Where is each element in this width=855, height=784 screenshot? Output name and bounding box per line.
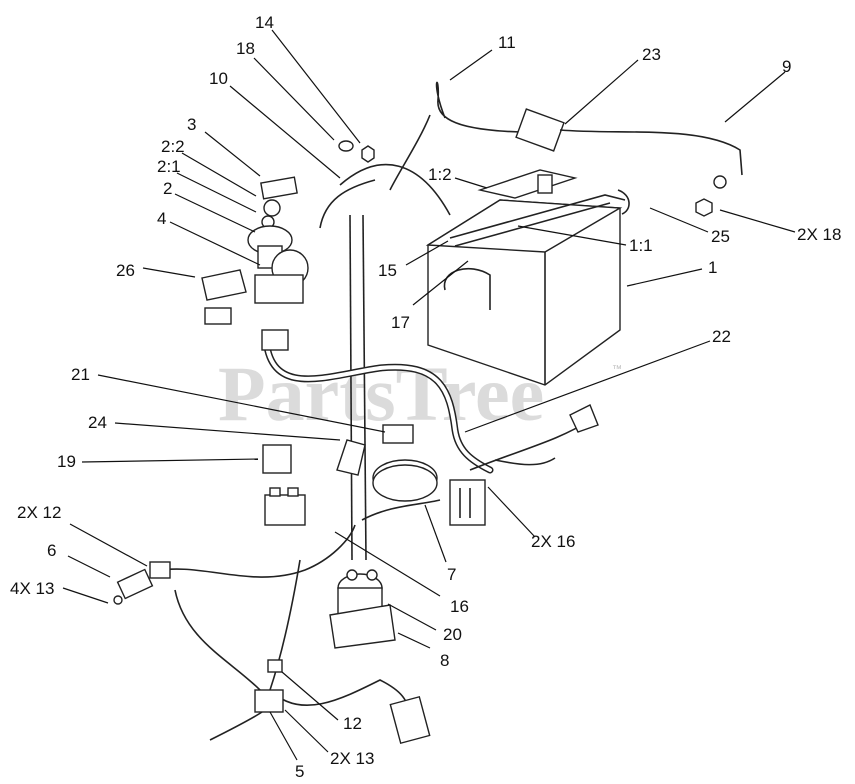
connector-21[interactable] — [382, 424, 414, 444]
battery-cable-negative[interactable] — [339, 163, 451, 216]
cable-11[interactable] — [435, 81, 521, 133]
connector-22[interactable] — [569, 404, 599, 433]
lower-harness-right[interactable] — [269, 559, 411, 721]
connector-6[interactable] — [116, 568, 154, 600]
key-switch-nut[interactable] — [263, 199, 281, 217]
safety-switch[interactable] — [389, 695, 431, 745]
callout-6: 6 — [47, 541, 56, 560]
callout-23: 23 — [642, 45, 661, 64]
callout-7: 7 — [447, 565, 456, 584]
solenoid-bracket[interactable] — [329, 604, 396, 649]
callout-1-2: 1:2 — [428, 165, 452, 184]
clip-12-lower[interactable] — [267, 659, 283, 673]
callout-2x12: 2X 12 — [17, 503, 61, 522]
battery-cable-positive[interactable] — [389, 114, 431, 191]
callout-16: 16 — [450, 597, 469, 616]
callout-24: 24 — [88, 413, 107, 432]
battery-pad[interactable] — [477, 169, 578, 199]
callout-4: 4 — [157, 209, 166, 228]
plug-26[interactable] — [201, 269, 247, 301]
nut-14[interactable] — [361, 145, 375, 163]
fuse-holder[interactable] — [515, 108, 565, 152]
terminal-boot-24[interactable] — [336, 439, 366, 476]
callout-2x18: 2X 18 — [797, 225, 841, 244]
connector-12-upper[interactable] — [149, 561, 171, 579]
callout-9: 9 — [782, 57, 791, 76]
terminal-13-left[interactable] — [113, 595, 123, 605]
callout-2x16: 2X 16 — [531, 532, 575, 551]
battery[interactable] — [425, 199, 623, 386]
callout-17: 17 — [391, 313, 410, 332]
connector-5[interactable] — [254, 689, 284, 713]
callout-1-1: 1:1 — [629, 236, 653, 255]
callout-8: 8 — [440, 651, 449, 670]
callout-20: 20 — [443, 625, 462, 644]
callout-18: 18 — [236, 39, 255, 58]
callout-2: 2 — [163, 179, 172, 198]
callouts: 14 18 11 23 9 10 3 2:2 2:1 2 1:2 4 1:1 2… — [10, 13, 841, 781]
key[interactable] — [260, 176, 298, 200]
callout-12: 12 — [343, 714, 362, 733]
callout-2-1: 2:1 — [157, 157, 181, 176]
callout-19: 19 — [57, 452, 76, 471]
callout-1: 1 — [708, 258, 717, 277]
callout-5: 5 — [295, 762, 304, 781]
callout-21: 21 — [71, 365, 90, 384]
callout-15: 15 — [378, 261, 397, 280]
cable-10[interactable] — [319, 179, 376, 229]
relay-19[interactable] — [262, 444, 292, 474]
connector-block-16[interactable] — [264, 487, 306, 526]
callout-10: 10 — [209, 69, 228, 88]
nut-18-right[interactable] — [695, 198, 713, 217]
callout-14: 14 — [255, 13, 274, 32]
fuse-block[interactable] — [449, 479, 486, 526]
callout-2x13: 2X 13 — [330, 749, 374, 768]
callout-25: 25 — [711, 227, 730, 246]
connector-26b — [204, 307, 232, 325]
cable-9-terminal — [713, 175, 727, 189]
lower-harness-down[interactable] — [174, 589, 261, 691]
callout-2-2: 2:2 — [161, 137, 185, 156]
callout-26: 26 — [116, 261, 135, 280]
lower-harness-left[interactable] — [149, 524, 356, 578]
watermark-tm: ™ — [612, 364, 622, 375]
lead-7[interactable] — [361, 499, 441, 521]
callout-11: 11 — [498, 33, 516, 52]
harness-connector-top — [261, 329, 289, 351]
callout-3: 3 — [187, 115, 196, 134]
connector-5-leads — [209, 711, 263, 741]
switch-4[interactable] — [254, 249, 309, 304]
washer-18[interactable] — [338, 140, 354, 152]
mounting-bracket — [349, 214, 367, 561]
cable-9[interactable] — [559, 129, 743, 176]
battery-hold-down[interactable] — [449, 189, 630, 247]
callout-4x13: 4X 13 — [10, 579, 54, 598]
callout-22: 22 — [712, 327, 731, 346]
